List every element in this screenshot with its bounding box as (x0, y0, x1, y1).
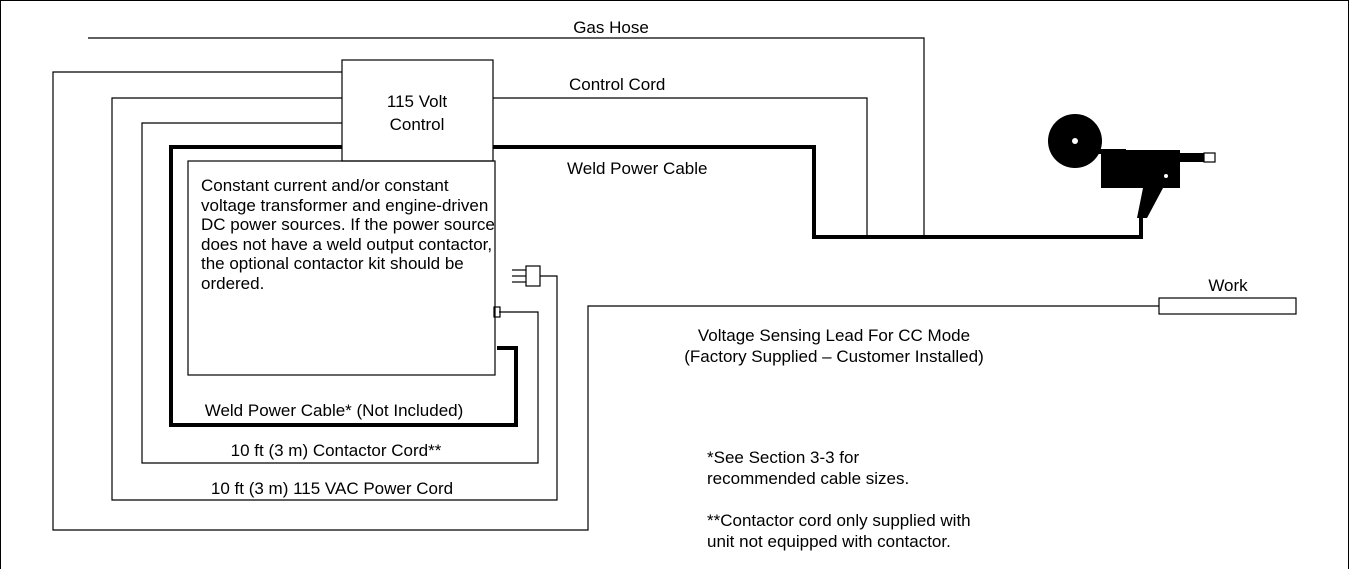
voltage-sensing-label-line2: (Factory Supplied – Customer Installed) (684, 347, 984, 366)
plug-icon (512, 265, 541, 287)
control-cord-line (493, 97, 868, 237)
weld-power-cable-label: Weld Power Cable (567, 159, 707, 178)
contactor-cord-line (141, 122, 539, 464)
control-box-label-line2: Control (390, 115, 445, 134)
control-cord-label: Control Cord (569, 75, 665, 94)
note-1-line2: recommended cable sizes. (707, 469, 909, 488)
power-cord-line (111, 97, 558, 501)
power-cord-label: 10 ft (3 m) 115 VAC Power Cord (211, 479, 453, 498)
note-2-line2: unit not equipped with contactor. (707, 532, 951, 551)
voltage-sensing-label-line1: Voltage Sensing Lead For CC Mode (698, 326, 970, 345)
work-label: Work (1208, 276, 1248, 295)
control-box-label-line1: 115 Volt (387, 92, 447, 111)
gas-hose-line (88, 37, 925, 237)
weld-power-cable-not-included-label: Weld Power Cable* (Not Included) (205, 401, 464, 420)
voltage-sensing-lead-line (52, 71, 1159, 531)
weld-power-cable-loop (169, 145, 518, 427)
gas-hose-label: Gas Hose (573, 18, 649, 37)
weld-power-cable-line (493, 145, 1143, 239)
power-source-box (187, 160, 496, 376)
contactor-receptacle (493, 306, 501, 318)
contactor-cord-label: 10 ft (3 m) Contactor Cord** (231, 441, 442, 460)
spool-gun-icon (1048, 114, 1216, 218)
work-clamp (1158, 297, 1297, 315)
note-2-line1: **Contactor cord only supplied with (707, 511, 971, 530)
power-source-description: Constant current and/or constant voltage… (201, 176, 495, 293)
note-1-line1: *See Section 3-3 for (707, 448, 859, 467)
